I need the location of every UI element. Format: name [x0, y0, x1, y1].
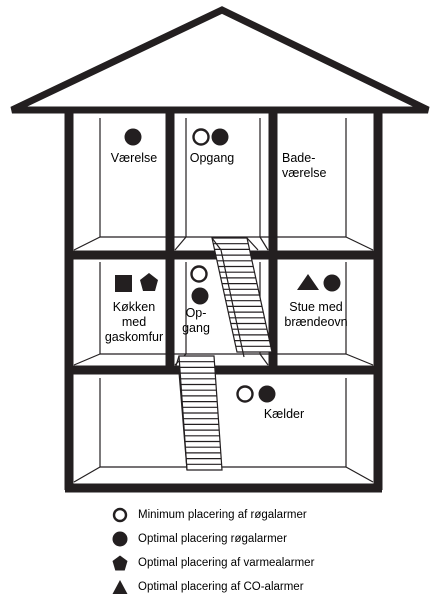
legend: Minimum placering af røgalarmer Optimal …	[112, 505, 314, 601]
room-label-vaerelse: Værelse	[110, 151, 158, 165]
room-label-stue: Stue med brændeovn	[284, 300, 348, 329]
hollow-circle-icon	[112, 507, 128, 523]
minimum-smoke-alarm-opgang-mid	[190, 265, 208, 283]
house-diagram	[10, 6, 430, 493]
optimal-smoke-alarm-kaelder	[258, 385, 276, 403]
optimal-smoke-alarm-opgang-mid	[191, 287, 209, 305]
filled-circle-icon	[112, 531, 128, 547]
room-label-kaelder: Kælder	[263, 407, 305, 421]
room-label-badevaerelse: Bade- værelse	[282, 151, 327, 180]
pentagon-icon	[112, 555, 128, 571]
alarm-symbols	[115, 128, 341, 403]
legend-item-minimum-smoke: Minimum placering af røgalarmer	[112, 505, 314, 525]
room-label-opgang-mid: Op- gang	[182, 306, 210, 335]
staircase-upper	[211, 237, 273, 358]
optimal-smoke-alarm-stue	[323, 274, 341, 292]
legend-item-optimal-heat: Optimal placering af varmealarmer	[112, 553, 314, 573]
optimal-smoke-alarm-opgang-top	[211, 128, 229, 146]
triangle-icon	[112, 580, 128, 594]
legend-label-optimal-smoke: Optimal placering røgalarmer	[138, 533, 287, 545]
legend-label-co-alarm: Optimal placering af CO-alarmer	[138, 581, 304, 593]
minimum-smoke-alarm-opgang-top	[192, 128, 210, 146]
legend-label-minimum-smoke: Minimum placering af røgalarmer	[138, 509, 307, 521]
legend-item-optimal-smoke: Optimal placering røgalarmer	[112, 529, 314, 549]
staircase-lower	[173, 355, 223, 471]
legend-item-co-alarm: Optimal placering af CO-alarmer	[112, 577, 314, 597]
minimum-smoke-alarm-kaelder	[236, 385, 254, 403]
legend-label-optimal-heat: Optimal placering af varmealarmer	[138, 557, 315, 569]
optimal-smoke-alarm-vaerelse	[124, 128, 142, 146]
room-label-koekken: Køkken med gaskomfur	[104, 300, 164, 344]
roof	[10, 6, 430, 114]
heat-alarm-koekken	[140, 273, 158, 291]
room-label-opgang-top: Opgang	[189, 151, 235, 165]
co-alarm-stue	[297, 274, 319, 290]
co-alarm-koekken	[115, 275, 132, 292]
